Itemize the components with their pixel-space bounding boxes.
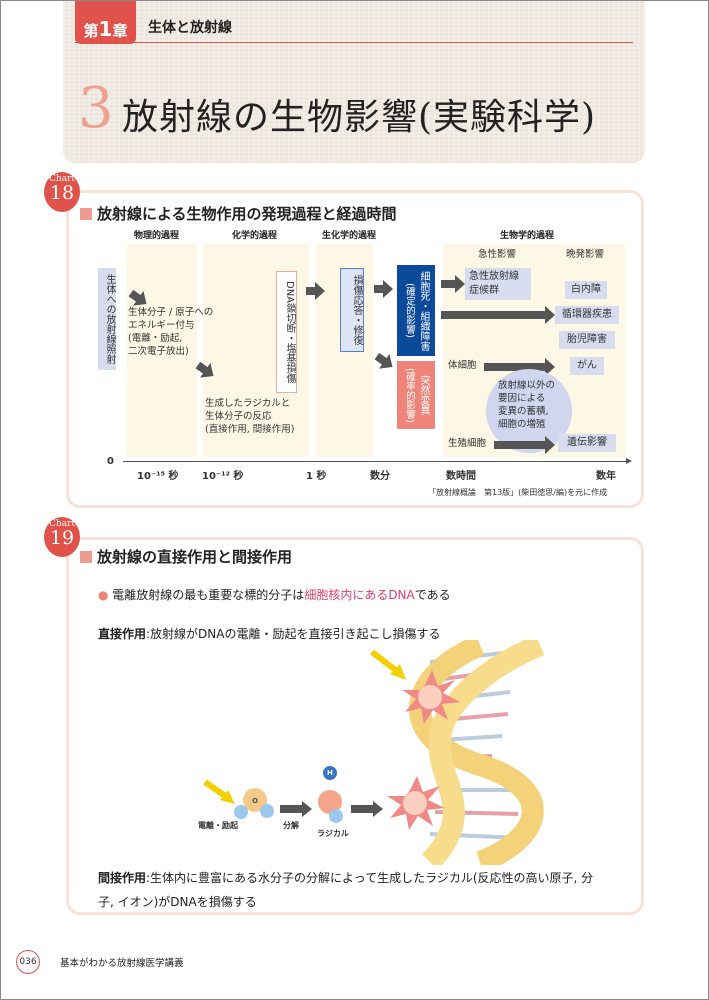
decompose-label: 分解 [283,821,299,830]
accumulation-circle: 放射線以外の要因による変異の蓄積,細胞の増殖 [486,369,572,453]
chart19-box [66,537,644,915]
phase-biological: 生物学的過程 [500,231,555,241]
chart19-title: 放射線の直接作用と間接作用 [80,546,292,567]
hydrogen-atom [323,766,337,780]
tick-label: 数分 [370,471,390,482]
tick-label: 数年 [596,471,616,482]
phase-physical: 物理的過程 [134,231,180,241]
chapter-tab: 第1章 [75,0,136,44]
arrow-icon [441,275,465,293]
radical-label: ラジカル [317,829,349,838]
physical-text: 生体分子 / 原子へのエネルギー付与(電離・励起,二次電子放出) [128,307,214,357]
tick-label: 10⁻¹² 秒 [202,471,244,482]
chart18-title-text: 放射線による生物作用の発現過程と経過時間 [97,205,397,223]
germ-cell-label: 生殖細胞 [448,438,487,449]
hydrogen-atom [234,805,248,819]
source-note: 「放射線概論 第13版」(柴田徳思/編)を元に作成 [428,488,608,497]
indirect-action-text: 間接作用:生体内に豊富にある水分子の分解によって生成したラジカル(反応性の高い原… [98,871,594,909]
axis-zero: 0 [107,456,114,467]
book-title: 基本がわかる放射線医学講義 [60,958,184,969]
arrow-icon [306,282,325,300]
title-square-icon [80,208,92,220]
chapter-suffix: 章 [112,22,128,40]
arrow-icon [280,805,302,813]
late-effects-label: 晩発影響 [566,249,605,260]
chart18-title: 放射線による生物作用の発現過程と経過時間 [80,203,397,224]
page-number: 036 [16,950,40,974]
irradiation-box: 生体への放射線照射 [98,268,116,370]
axis-arrow-icon [626,458,632,464]
dna-damage-box: DNA鎖切断・塩基損傷 [276,271,297,393]
repair-box: 損傷応答・修復 [340,268,364,352]
time-axis [123,461,628,462]
direct-action-text: 直接作用:放射線がDNAの電離・励起を直接引き起こし損傷する [98,627,441,641]
oxygen-atom [318,790,342,814]
chapter-divider [75,42,633,43]
tick-label: 数時間 [446,471,476,482]
somatic-cell-label: 体細胞 [448,360,477,371]
dna-strand [421,640,545,865]
late-effect-fetal: 胎児障害 [559,331,615,349]
chapter-number: 1 [98,17,113,41]
phase-biochemical: 生化学的過程 [322,231,377,241]
hydrogen-atom [260,804,274,818]
bullet-icon: ● [98,588,113,602]
hydrogen-label: H [327,769,333,777]
chart18-box [66,190,644,508]
mutation-box: 突然変異(確率的影響) [397,361,435,429]
chapter-name: 生体と放射線 [148,20,232,36]
dna-illustration [203,640,545,865]
phase-chemical: 化学的過程 [232,231,278,241]
arrow-icon [484,358,555,376]
tick-label: 10⁻¹⁵ 秒 [137,471,179,482]
badge-number: 18 [49,182,75,204]
hydrogen-atom [329,809,343,823]
chapter-prefix: 第 [83,22,99,40]
badge-label: Chart [49,174,75,184]
physical-column [127,244,197,457]
chemical-text: 生成したラジカルと生体分子の反応(直接作用, 間接作用) [205,398,295,435]
late-effect-circulatory: 循環器疾患 [555,306,619,324]
section-number: 3 [78,76,114,141]
arrow-icon [374,280,393,298]
oxygen-atom [243,788,267,812]
bullet-text: ● 電離放射線の最も重要な標的分子は細胞核内にあるDNAである [98,588,451,602]
badge-label: Chart [49,519,75,529]
cell-death-box: 細胞死・組織障害(確定的影響) [397,265,435,356]
ionize-label: 電離・励起 [198,821,238,830]
burst-core [403,791,427,815]
page-title: 放射線の生物影響(実験科学) [122,97,597,138]
chapter-header-panel [63,0,645,163]
late-effect-hereditary: 遺伝影響 [558,434,616,452]
title-square-icon [80,551,92,563]
late-effect-cancer: がん [570,357,604,375]
radiation-arrow-icon [370,649,400,675]
badge-number: 19 [49,527,75,549]
tick-label: 1 秒 [306,471,327,482]
arrow-icon [494,436,555,454]
late-effect-cataract: 白内障 [565,281,607,299]
arrow-icon [441,306,555,324]
acute-syndrome-box: 急性放射線症候群 [465,268,531,300]
acute-effects-label: 急性影響 [478,249,517,260]
oxygen-label: O [252,797,258,805]
chart19-title-text: 放射線の直接作用と間接作用 [97,548,293,566]
arrow-icon [351,805,373,813]
burst-core [418,685,442,709]
